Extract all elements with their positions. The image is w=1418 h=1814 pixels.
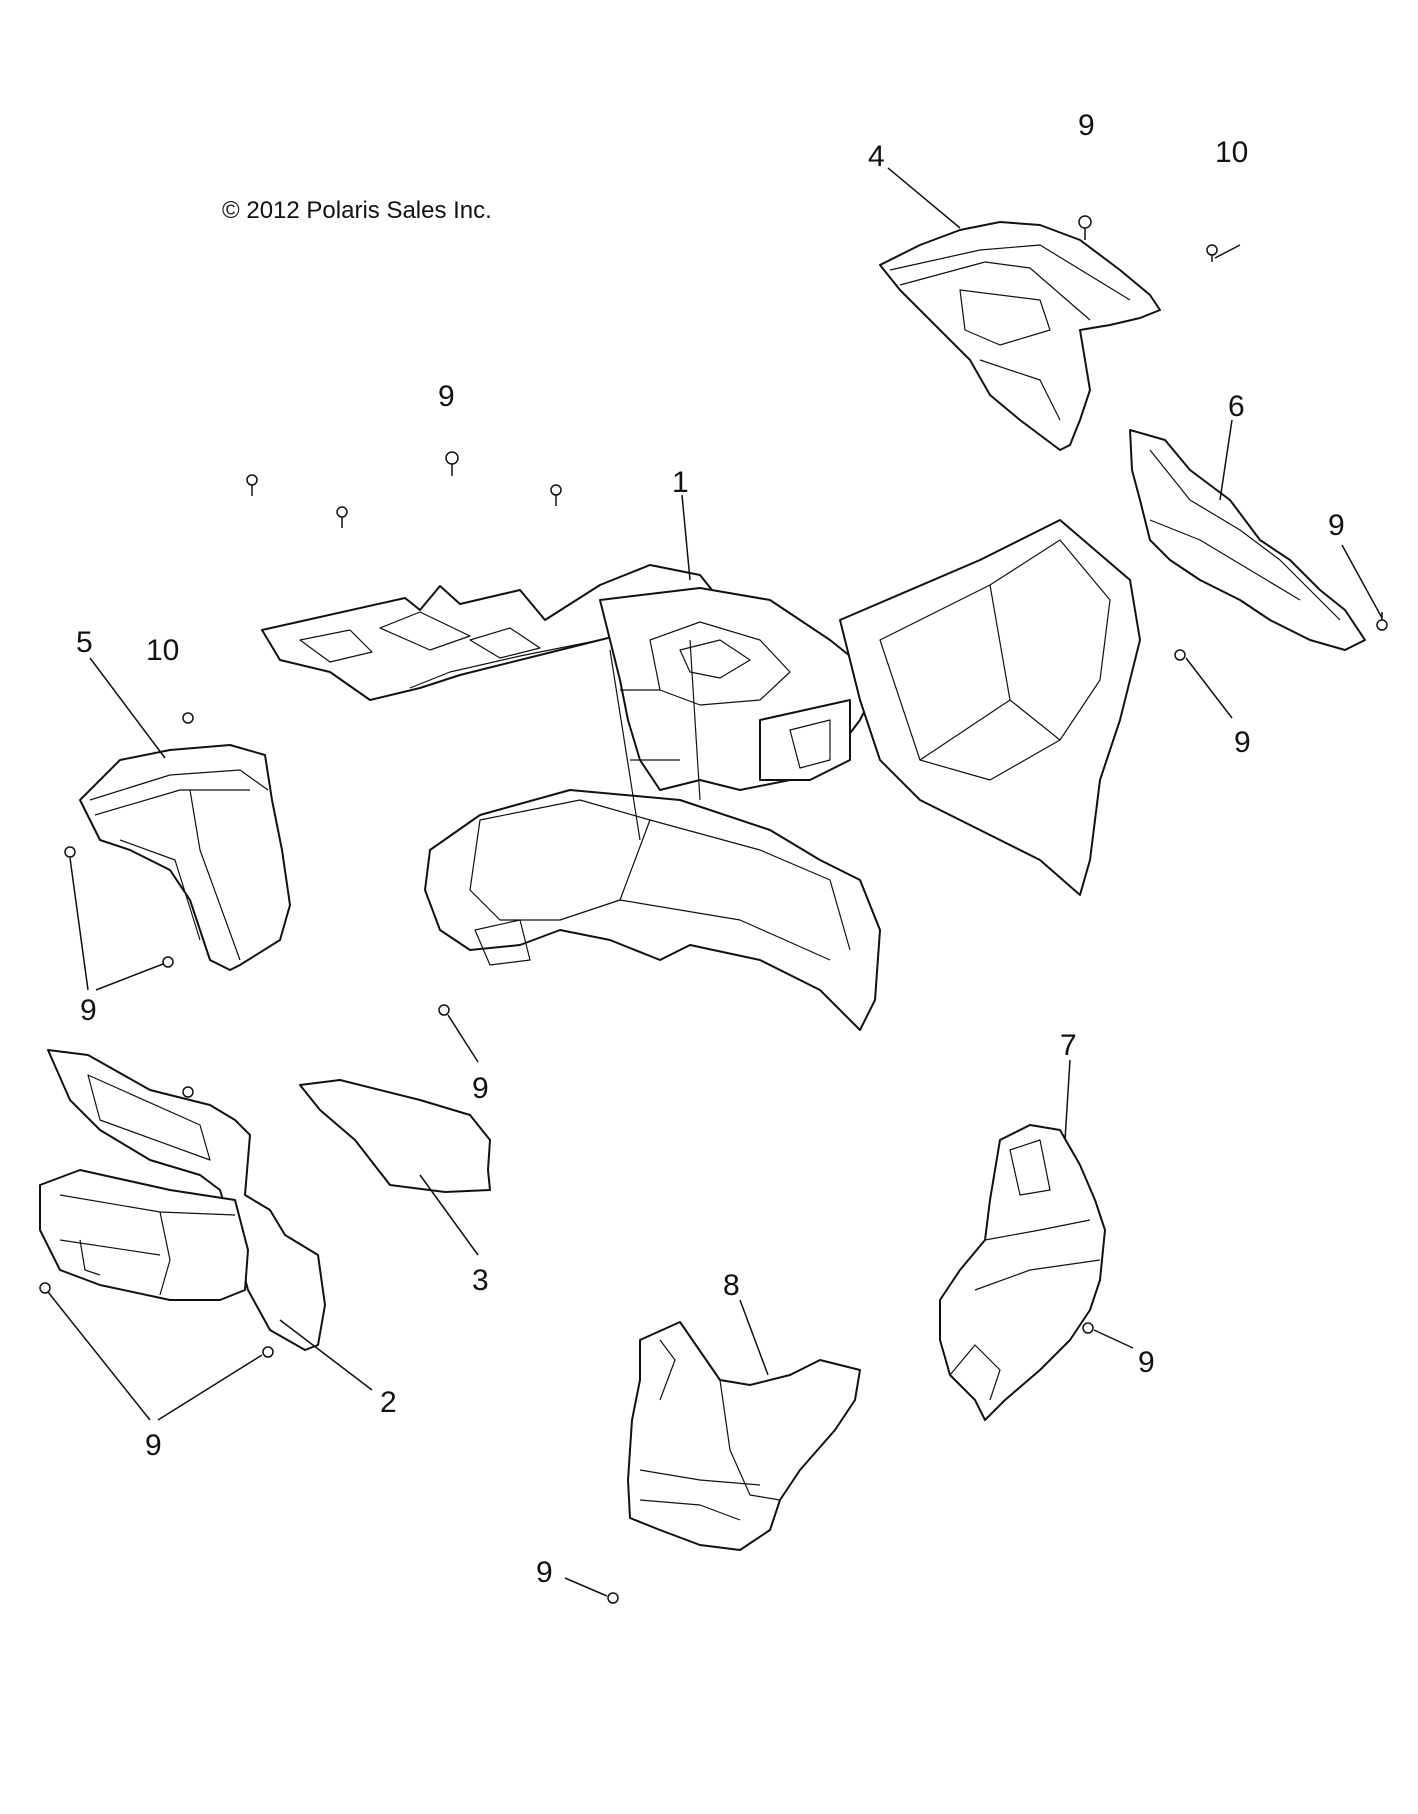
fastener-icon (438, 1004, 450, 1016)
part-8-front-lower-panel (627, 1321, 861, 1551)
part-4-right-upper-cover (879, 221, 1161, 451)
fastener-icon (39, 1282, 51, 1294)
fastener-icon (1376, 612, 1388, 631)
callout-4: 4 (868, 140, 885, 173)
fastener-icon (550, 484, 562, 506)
copyright-text: © 2012 Polaris Sales Inc. (222, 197, 492, 224)
callout-9: 9 (145, 1429, 162, 1462)
fastener-icon (1078, 215, 1092, 240)
callout-9: 9 (1138, 1346, 1155, 1379)
fastener-icon (445, 451, 459, 476)
part-1-main-body-panel (261, 519, 1141, 1031)
leader-lines (47, 167, 1383, 1597)
fastener-icon (162, 956, 174, 968)
callout-5: 5 (76, 626, 93, 659)
callout-6: 6 (1228, 390, 1245, 423)
fastener-icon (1082, 1322, 1094, 1334)
part-2-left-side-panel (39, 1049, 326, 1351)
fastener-icon (182, 712, 194, 724)
callout-9: 9 (1234, 726, 1251, 759)
callout-10: 10 (1215, 136, 1248, 169)
fastener-icon (246, 474, 258, 496)
fastener-icon (262, 1346, 274, 1358)
callout-3: 3 (472, 1264, 489, 1297)
callout-8: 8 (723, 1269, 740, 1302)
callout-9: 9 (536, 1556, 553, 1589)
fasteners (39, 215, 1388, 1604)
callout-labels: 1 2 3 4 5 6 7 8 9 10 9 9 10 9 9 9 9 9 9 (76, 109, 1345, 1589)
callout-9: 9 (80, 994, 97, 1027)
fastener-icon (607, 1592, 619, 1604)
part-3-decal (299, 1079, 491, 1193)
part-5-left-upper-cover (79, 744, 291, 971)
callout-2: 2 (380, 1386, 397, 1419)
fastener-icon (182, 1086, 194, 1098)
callout-9: 9 (438, 380, 455, 413)
callout-10: 10 (146, 634, 179, 667)
part-6-right-side-strip (1129, 429, 1366, 651)
fastener-icon (64, 846, 76, 858)
callout-9: 9 (1328, 509, 1345, 542)
callout-1: 1 (672, 466, 689, 499)
fastener-icon (1174, 649, 1186, 661)
part-7-right-lower-panel (939, 1124, 1106, 1421)
fastener-icon (336, 506, 348, 528)
callout-7: 7 (1060, 1029, 1077, 1062)
callout-9: 9 (472, 1072, 489, 1105)
callout-9: 9 (1078, 109, 1095, 142)
fastener-icon (1206, 244, 1218, 262)
